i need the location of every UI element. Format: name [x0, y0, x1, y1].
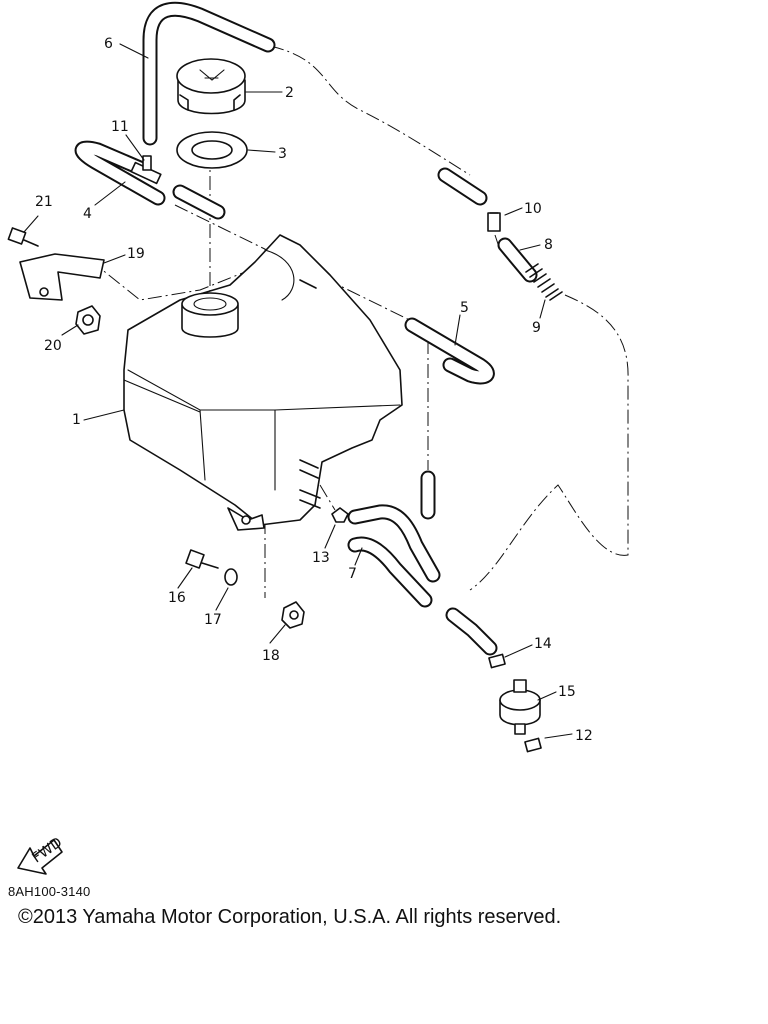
callout-1: 1: [72, 412, 81, 428]
bolt-21[interactable]: [7, 227, 39, 247]
washer-17[interactable]: [224, 568, 238, 586]
filter-15[interactable]: [499, 679, 541, 735]
nut-20[interactable]: [75, 305, 101, 335]
hose-4[interactable]: [74, 140, 226, 220]
callout-12: 12: [575, 728, 593, 744]
bolt-16[interactable]: [185, 549, 219, 569]
clip-13[interactable]: [331, 507, 349, 523]
clip-12[interactable]: [524, 737, 542, 753]
assembly-lines: [89, 45, 629, 598]
callout-6: 6: [104, 36, 113, 52]
callout-18: 18: [262, 648, 280, 664]
joint-10[interactable]: [487, 212, 501, 232]
spring-9[interactable]: [525, 263, 563, 301]
hose-8[interactable]: [497, 237, 538, 283]
callout-13: 13: [312, 550, 330, 566]
callout-14: 14: [534, 636, 552, 652]
callout-20: 20: [44, 338, 62, 354]
t-joint-11[interactable]: [130, 155, 162, 185]
gasket-3[interactable]: [176, 131, 248, 169]
reservoir-tank-1[interactable]: [123, 234, 403, 531]
fwd-arrow-icon: FWD: [17, 835, 65, 875]
callout-11: 11: [111, 119, 129, 135]
callout-7: 7: [348, 566, 357, 582]
hose-6[interactable]: [142, 1, 276, 146]
callout-9: 9: [532, 320, 541, 336]
callout-10: 10: [524, 201, 542, 217]
hose-segment[interactable]: [437, 167, 488, 206]
callout-4: 4: [83, 206, 92, 222]
callout-17: 17: [204, 612, 222, 628]
radiator-cap-2[interactable]: [176, 58, 246, 115]
callout-19: 19: [127, 246, 145, 262]
bracket-19[interactable]: [19, 253, 105, 301]
callout-8: 8: [544, 237, 553, 253]
callout-21: 21: [35, 194, 53, 210]
hose-7[interactable]: [347, 504, 498, 656]
callout-2: 2: [285, 85, 294, 101]
grommet-18[interactable]: [281, 601, 305, 629]
copyright-notice: ©2013 Yamaha Motor Corporation, U.S.A. A…: [18, 906, 562, 928]
clip-14[interactable]: [488, 653, 506, 669]
callout-5: 5: [460, 300, 469, 316]
callout-16: 16: [168, 590, 186, 606]
callout-leaders: [23, 43, 573, 739]
hose-5[interactable]: [404, 317, 495, 520]
part-code: 8AH100-3140: [8, 884, 91, 899]
callout-3: 3: [278, 146, 287, 162]
callout-15: 15: [558, 684, 576, 700]
